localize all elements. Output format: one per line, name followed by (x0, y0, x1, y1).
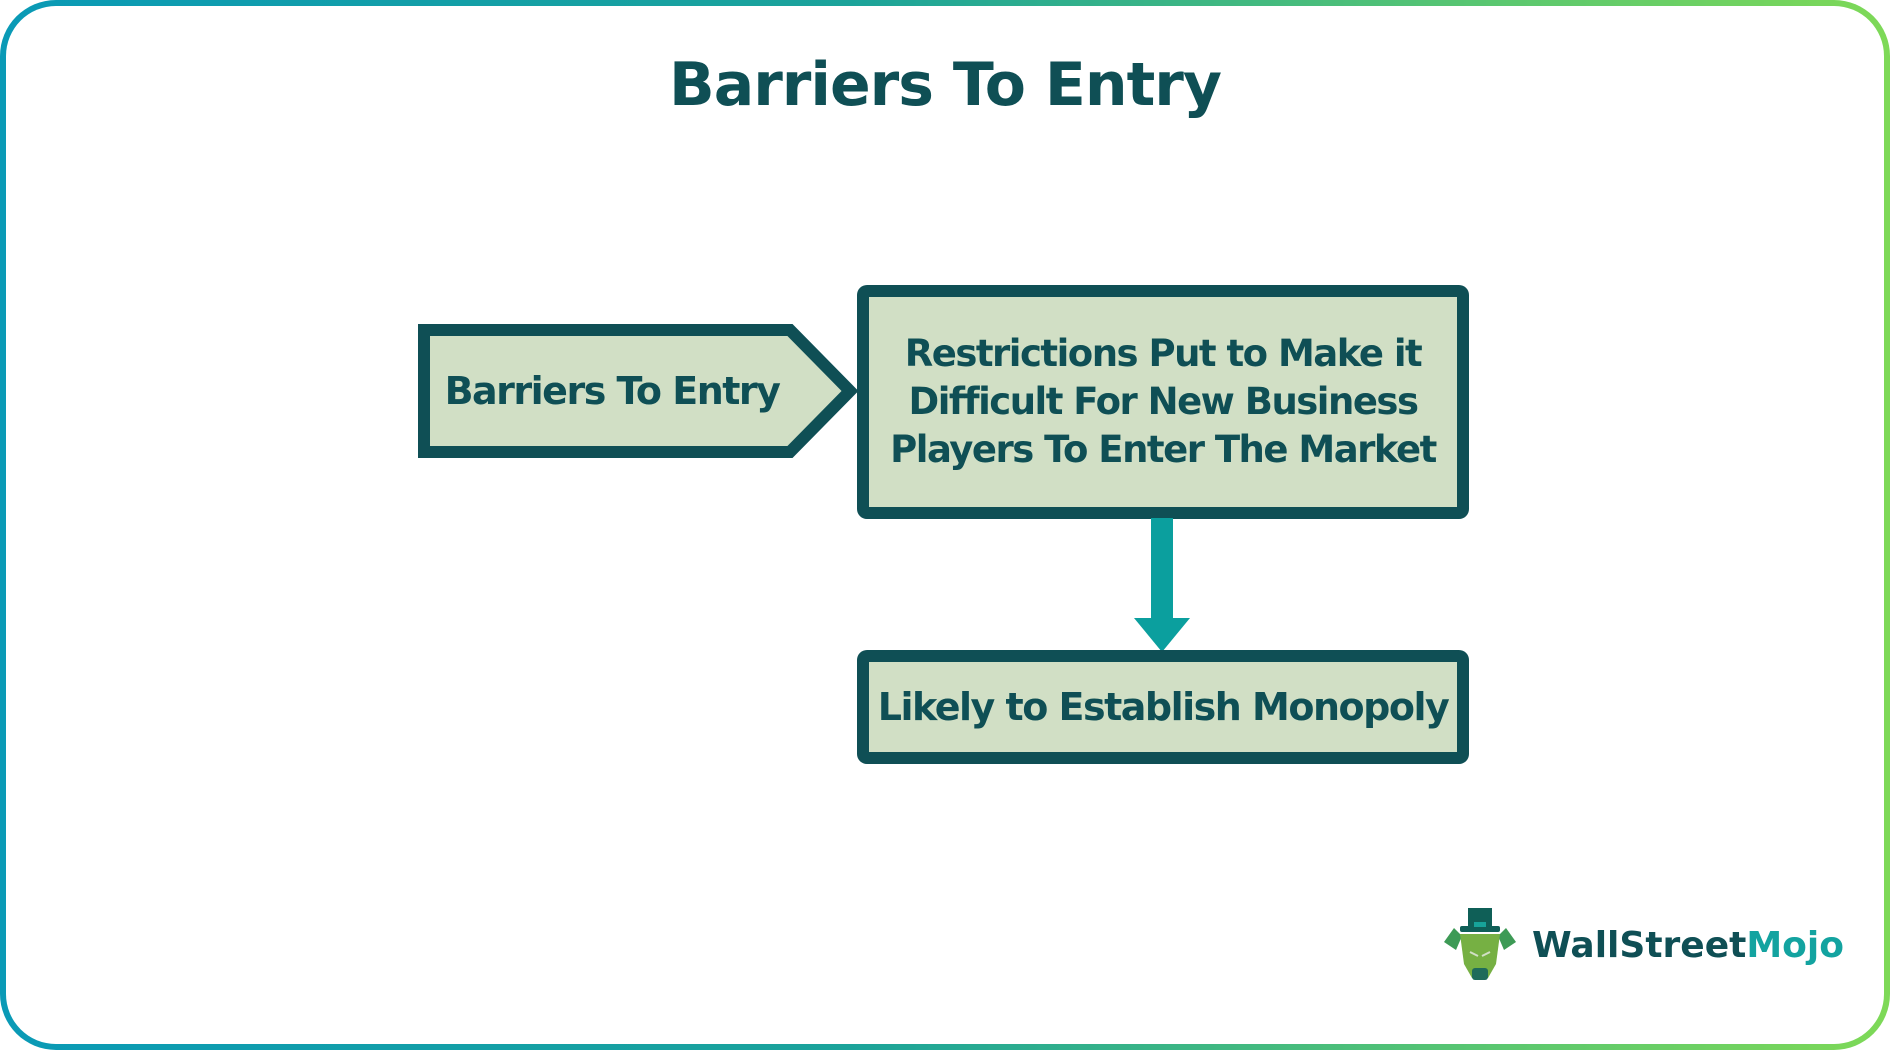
node-result: Likely to Establish Monopoly (857, 650, 1469, 764)
node-label: Barriers To Entry (444, 369, 781, 413)
logo-wordmark: WallStreetMojo (1532, 924, 1844, 966)
page-title: Barriers To Entry (668, 50, 1222, 120)
node-definition: Restrictions Put to Make it Difficult Fo… (857, 285, 1469, 519)
node-label: Likely to Establish Monopoly (877, 685, 1450, 729)
down-arrow-icon (1134, 518, 1190, 652)
node-barriers-to-entry: Barriers To Entry (418, 324, 862, 458)
canvas (6, 6, 1884, 1044)
node-label: Restrictions Put to Make it Difficult Fo… (890, 332, 1437, 471)
bull-with-top-hat-icon (1444, 908, 1516, 980)
chevron-shape (418, 324, 859, 458)
brand-logo: WallStreetMojo (1440, 905, 1844, 985)
